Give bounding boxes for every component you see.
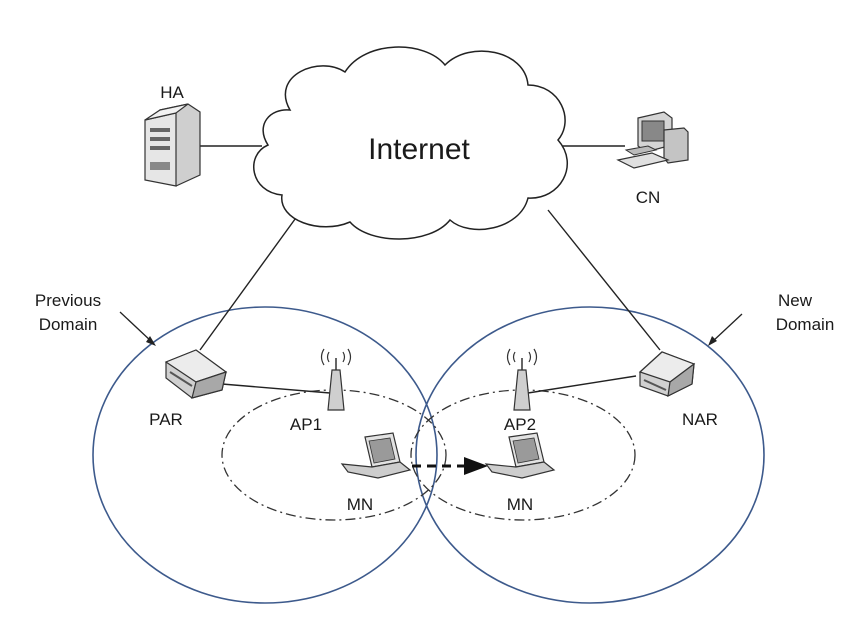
mn-new-laptop-icon xyxy=(484,432,556,479)
new-domain-label-line2: Domain xyxy=(776,315,835,334)
new-domain-circle xyxy=(415,306,765,604)
cn-computer-icon xyxy=(616,111,689,169)
ap1-label: AP1 xyxy=(290,415,322,434)
internet-cloud: Internet xyxy=(253,46,568,240)
cn-label: CN xyxy=(636,188,661,207)
internet-label: Internet xyxy=(368,133,470,166)
ap2-label: AP2 xyxy=(504,415,536,434)
ha-server-icon xyxy=(144,103,201,187)
internet-nar-link xyxy=(547,209,661,351)
par-ap1-link xyxy=(221,383,331,394)
nar-router-icon xyxy=(638,351,696,398)
mn-new-label: MN xyxy=(507,495,533,514)
previous-domain-circle xyxy=(92,306,438,604)
ap2-access-point-icon xyxy=(506,348,538,411)
par-router-icon xyxy=(164,349,228,399)
previous-domain-label-line2: Domain xyxy=(39,315,98,334)
new-domain-arrow xyxy=(708,313,743,346)
mn-old-label: MN xyxy=(347,495,373,514)
par-label: PAR xyxy=(149,410,183,429)
mn-movement-arrow xyxy=(412,457,488,475)
nar-label: NAR xyxy=(682,410,718,429)
ap1-access-point-icon xyxy=(320,348,352,411)
previous-domain-arrow xyxy=(119,311,156,346)
previous-domain-label-line1: Previous xyxy=(35,291,101,310)
new-domain-label-line1: New xyxy=(778,291,813,310)
ha-label: HA xyxy=(160,83,184,102)
internet-par-link xyxy=(199,214,299,351)
mn-old-laptop-icon xyxy=(340,432,412,479)
nar-ap2-link xyxy=(527,375,637,394)
